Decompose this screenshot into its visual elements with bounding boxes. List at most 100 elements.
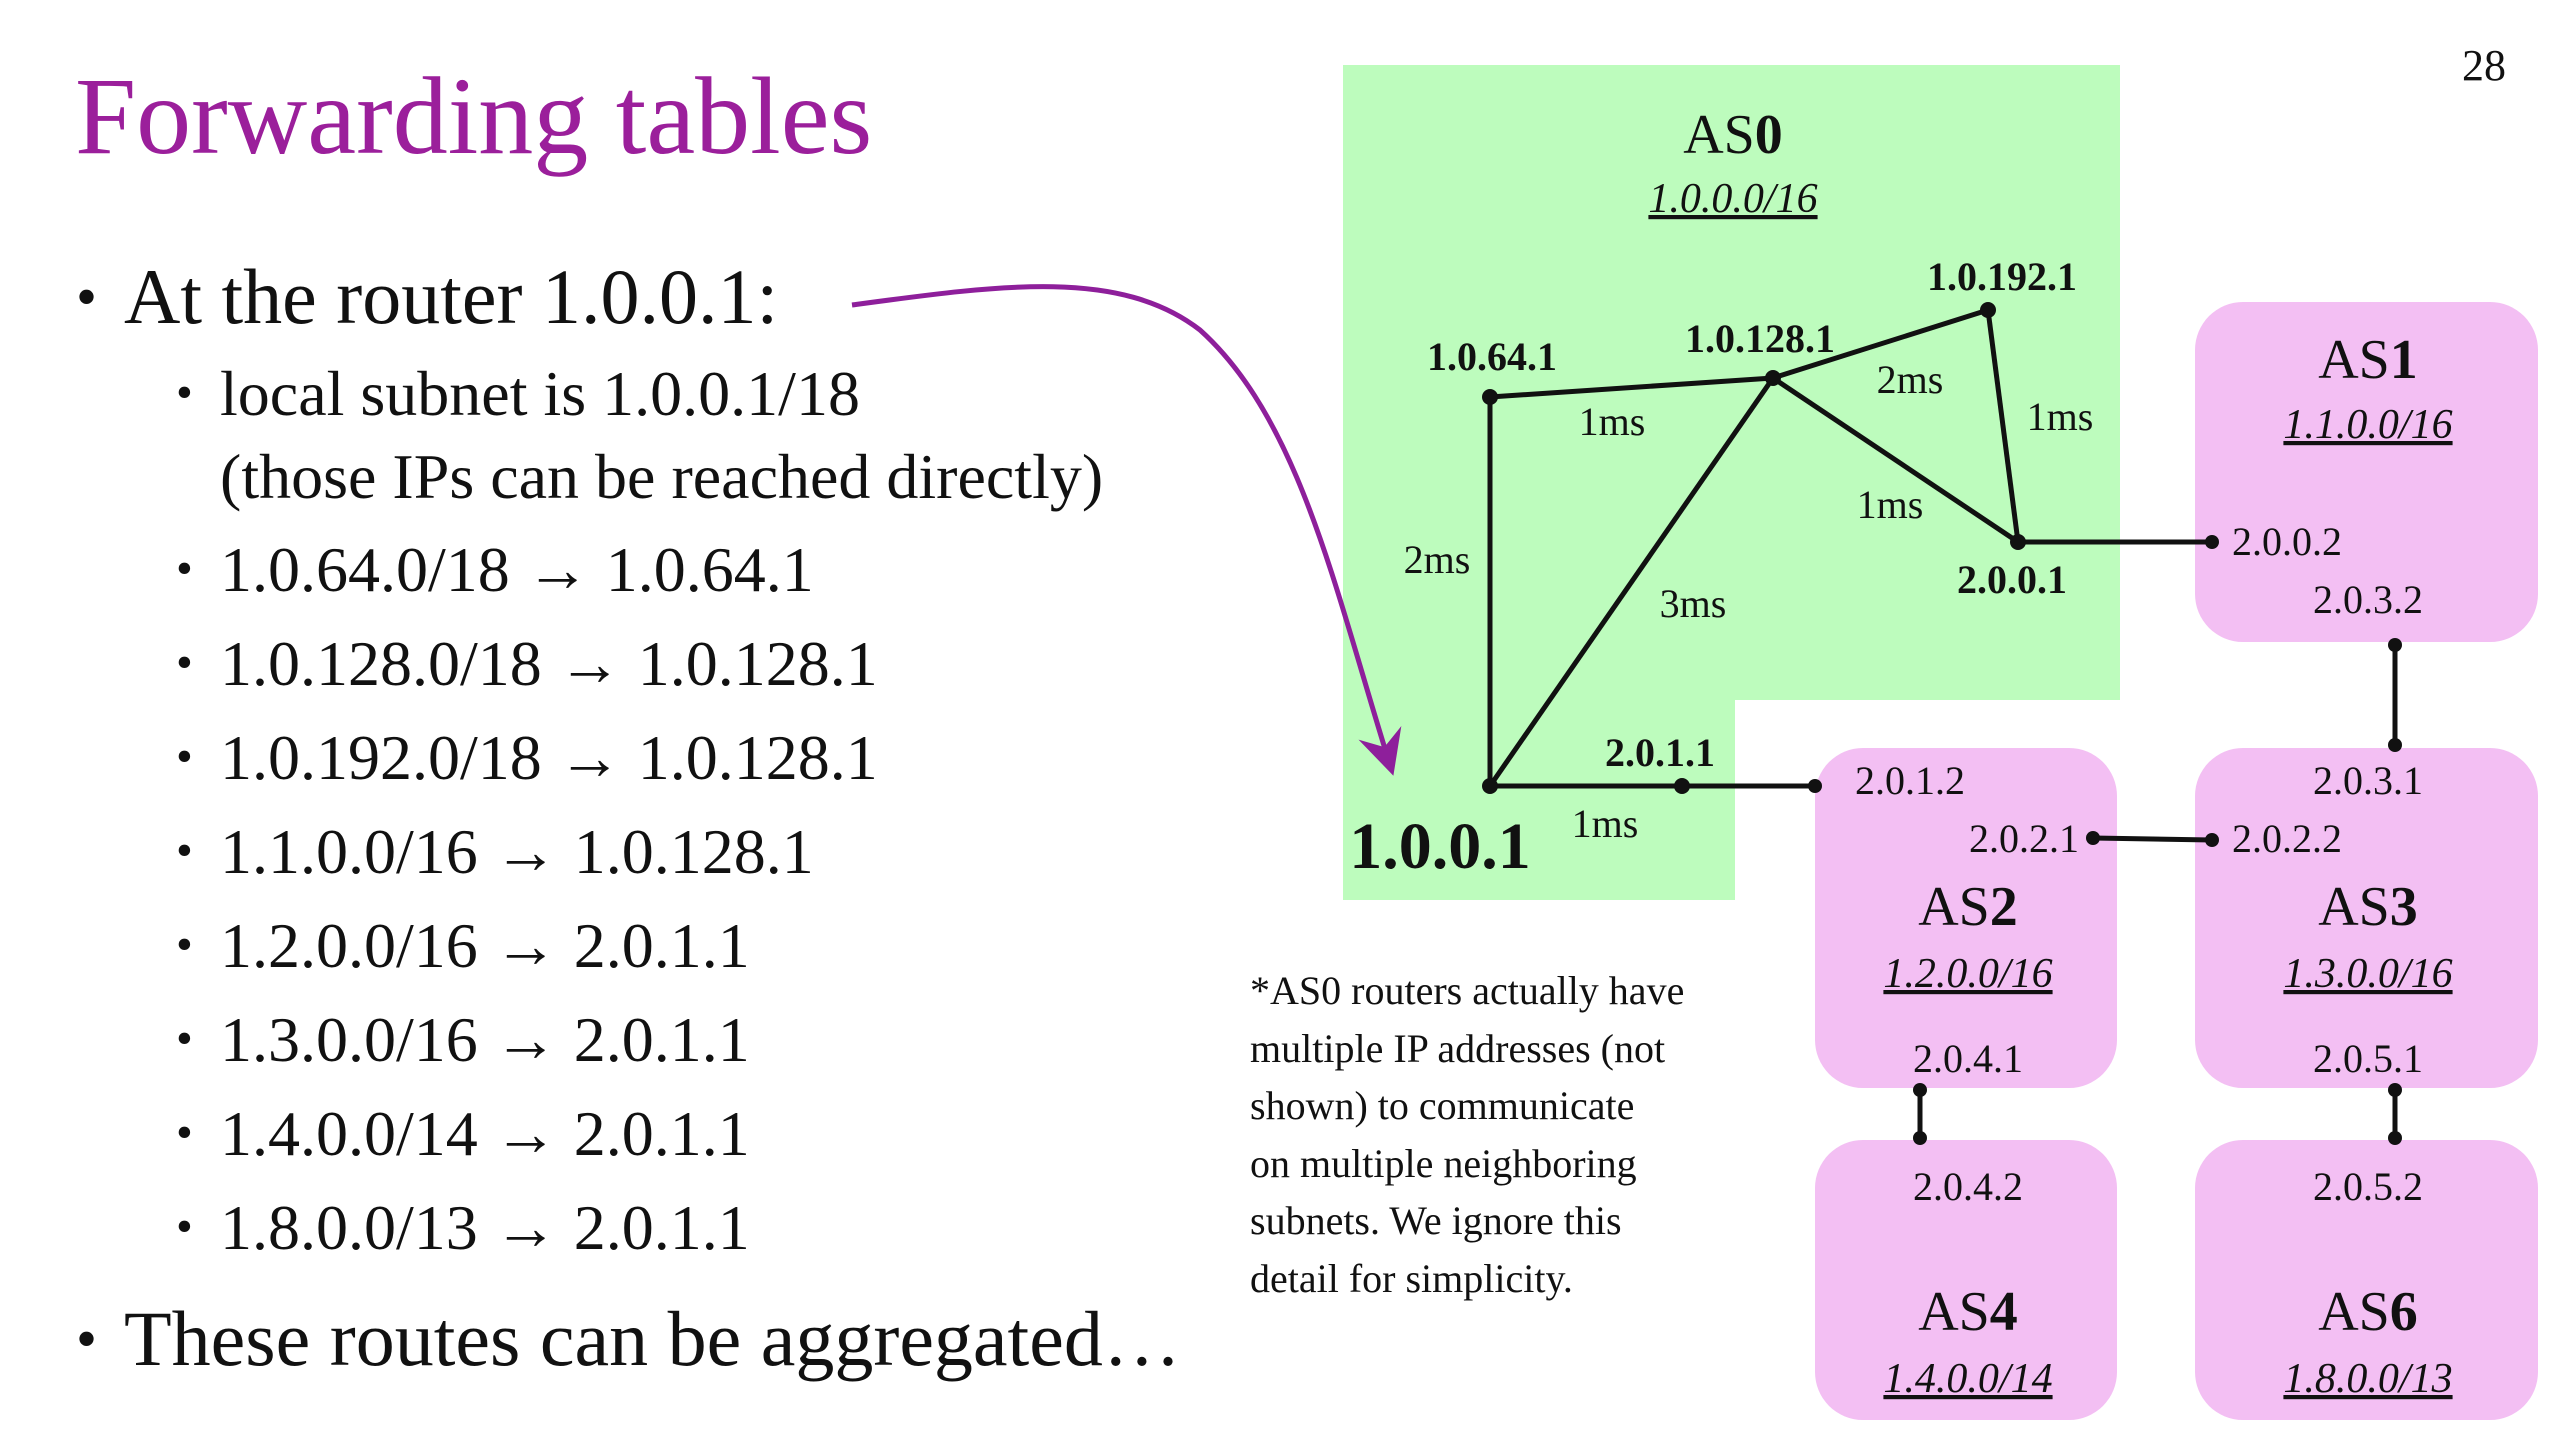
router-dot bbox=[1765, 370, 1781, 386]
as6-prefix: 1.8.0.0/13 bbox=[2283, 1356, 2452, 1402]
bullet-dot: • bbox=[176, 1106, 193, 1159]
link-latency: 1ms bbox=[2027, 394, 2094, 439]
link-1-0-128-1-to-2-0-0-1 bbox=[1771, 375, 2020, 545]
router-dot bbox=[2010, 534, 2026, 550]
bullet-dot: • bbox=[176, 918, 193, 971]
as2-prefix: 1.2.0.0/16 bbox=[1883, 951, 2052, 997]
interface-label: 2.0.3.1 bbox=[2313, 758, 2423, 803]
link-1-0-128-1-to-1-0-192-1 bbox=[1772, 307, 1989, 381]
interface-label: 2.0.2.2 bbox=[2232, 816, 2342, 861]
bullet-dot: • bbox=[76, 264, 98, 330]
link-1-0-0-1-to-1-0-128-1 bbox=[1487, 376, 1776, 788]
bullet-dot: • bbox=[76, 1306, 98, 1372]
interface-label: 2.0.1.2 bbox=[1855, 758, 1965, 803]
as6-name: AS6 bbox=[2318, 1281, 2418, 1343]
as3-prefix: 1.3.0.0/16 bbox=[2283, 951, 2452, 997]
as1-prefix: 1.1.0.0/16 bbox=[2283, 402, 2452, 448]
route-entry-text: 1.2.0.0/16 → 2.0.1.1 bbox=[220, 910, 750, 981]
route-entry: •1.4.0.0/14 → 2.0.1.1 bbox=[176, 1102, 750, 1166]
route-entry-text: 1.4.0.0/14 → 2.0.1.1 bbox=[220, 1098, 750, 1169]
bullet-aggregated-text: These routes can be aggregated… bbox=[124, 1295, 1181, 1382]
sub-bullet-subnet-text: local subnet is 1.0.0.1/18 bbox=[220, 358, 860, 429]
route-entry: •1.0.128.0/18 → 1.0.128.1 bbox=[176, 632, 878, 696]
footnote-line: *AS0 routers actually have bbox=[1250, 968, 1685, 1013]
router-label-1-0-0-1: 1.0.0.1 bbox=[1349, 810, 1531, 883]
bullet-dot: • bbox=[176, 824, 193, 877]
bullet-router-text: At the router 1.0.0.1: bbox=[124, 253, 779, 340]
router-label-1-0-128-1: 1.0.128.1 bbox=[1685, 316, 1835, 361]
bullet-dot: • bbox=[176, 730, 193, 783]
route-entry: •1.1.0.0/16 → 1.0.128.1 bbox=[176, 820, 814, 884]
route-entry: •1.2.0.0/16 → 2.0.1.1 bbox=[176, 914, 750, 978]
interface-dot bbox=[2388, 1131, 2402, 1145]
interface-dot bbox=[2388, 638, 2402, 652]
as2-name: AS2 bbox=[1918, 876, 2018, 938]
bullet-dot: • bbox=[176, 366, 193, 419]
pointer-arrow bbox=[851, 284, 1402, 776]
route-entry-text: 1.0.64.0/18 → 1.0.64.1 bbox=[220, 534, 814, 605]
slide-number: 28 bbox=[2462, 41, 2506, 90]
route-entry: •1.0.192.0/18 → 1.0.128.1 bbox=[176, 726, 878, 790]
sub-bullet-subnet-continued: (those IPs can be reached directly) bbox=[220, 441, 1104, 512]
router-label-2-0-1-1: 2.0.1.1 bbox=[1605, 730, 1715, 775]
interface-label: 2.0.0.2 bbox=[2232, 519, 2342, 564]
as6-box bbox=[2195, 1140, 2538, 1420]
route-entry: •1.3.0.0/16 → 2.0.1.1 bbox=[176, 1008, 750, 1072]
footnote-line: detail for simplicity. bbox=[1250, 1255, 1573, 1301]
bullet-dot: • bbox=[176, 542, 193, 595]
route-entry-text: 1.8.0.0/13 → 2.0.1.1 bbox=[220, 1192, 750, 1263]
link-latency: 2ms bbox=[1404, 537, 1471, 582]
bullet-dot: • bbox=[176, 1012, 193, 1065]
interface-label: 2.0.5.1 bbox=[2313, 1036, 2423, 1081]
router-label-2-0-0-1: 2.0.0.1 bbox=[1957, 557, 2067, 602]
link-2-0-2-1-to-2-0-2-2 bbox=[2092, 835, 2213, 843]
bullet-dot: • bbox=[176, 636, 193, 689]
as2-box bbox=[1815, 748, 2117, 1088]
link-latency: 1ms bbox=[1857, 482, 1924, 527]
as4-prefix: 1.4.0.0/14 bbox=[1883, 1356, 2052, 1402]
as0-prefix: 1.0.0.0/16 bbox=[1648, 176, 1817, 222]
interface-dot bbox=[2388, 738, 2402, 752]
slide-title: Forwarding tables bbox=[75, 55, 873, 177]
footnote-line: shown) to communicate bbox=[1250, 1083, 1635, 1128]
route-entry-text: 1.0.128.0/18 → 1.0.128.1 bbox=[220, 628, 878, 699]
as3-name: AS3 bbox=[2318, 876, 2418, 938]
interface-label: 2.0.4.2 bbox=[1913, 1164, 2023, 1209]
router-dot bbox=[1482, 389, 1498, 405]
link-latency: 1ms bbox=[1579, 399, 1646, 444]
bullet-dot: • bbox=[176, 1200, 193, 1253]
link-1-0-64-1-to-1-0-128-1 bbox=[1489, 375, 1774, 400]
route-entry-text: 1.1.0.0/16 → 1.0.128.1 bbox=[220, 816, 814, 887]
link-1-0-192-1-to-2-0-0-1 bbox=[1985, 309, 2021, 543]
as0-name: AS0 bbox=[1683, 104, 1783, 166]
router-dot bbox=[1980, 302, 1996, 318]
interface-label: 2.0.2.1 bbox=[1969, 816, 2079, 861]
footnote-line: on multiple neighboring bbox=[1250, 1140, 1637, 1186]
interface-dot bbox=[1808, 779, 1822, 793]
as1-box bbox=[2195, 302, 2538, 642]
link-latency: 3ms bbox=[1660, 581, 1727, 626]
as0-region bbox=[1343, 65, 2120, 900]
route-entry: •1.8.0.0/13 → 2.0.1.1 bbox=[176, 1196, 750, 1260]
interface-label: 2.0.3.2 bbox=[2313, 577, 2423, 622]
footnote: *AS0 routers actually have multiple IP a… bbox=[1250, 962, 1850, 1307]
interface-dot bbox=[1913, 1083, 1927, 1097]
interface-dot bbox=[2205, 833, 2219, 847]
bullet-router: • At the router 1.0.0.1: bbox=[76, 258, 778, 336]
footnote-line: subnets. We ignore this bbox=[1250, 1198, 1622, 1243]
interface-dot bbox=[2205, 535, 2219, 549]
as1-name: AS1 bbox=[2318, 329, 2418, 391]
interface-label: 2.0.5.2 bbox=[2313, 1164, 2423, 1209]
link-latency: 2ms bbox=[1877, 357, 1944, 402]
as4-box bbox=[1815, 1140, 2117, 1420]
interface-label: 2.0.4.1 bbox=[1913, 1036, 2023, 1081]
route-entry-text: 1.3.0.0/16 → 2.0.1.1 bbox=[220, 1004, 750, 1075]
route-entry-text: 1.0.192.0/18 → 1.0.128.1 bbox=[220, 722, 878, 793]
footnote-line: multiple IP addresses (not bbox=[1250, 1025, 1666, 1071]
bullet-aggregated: • These routes can be aggregated… bbox=[76, 1300, 1181, 1378]
sub-bullet-subnet: • local subnet is 1.0.0.1/18 bbox=[176, 362, 860, 426]
router-dot bbox=[1674, 778, 1690, 794]
interface-dot bbox=[2388, 1083, 2402, 1097]
link-latency: 1ms bbox=[1572, 801, 1639, 846]
